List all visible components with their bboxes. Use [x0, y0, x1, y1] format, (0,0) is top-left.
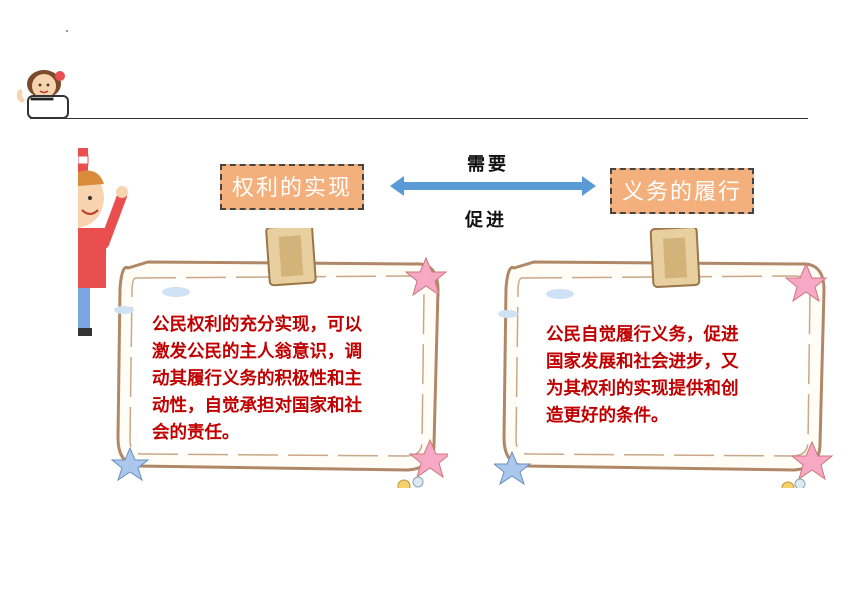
- rights-line: 动性，自觉承担对国家和社: [152, 396, 362, 416]
- section-marker: 一: [30, 86, 54, 114]
- relation-label-bottom: 促进: [465, 210, 507, 231]
- header-rule: [30, 118, 808, 119]
- cartoon-avatar-icon: [16, 70, 69, 119]
- cartoon-girl-icon: [78, 148, 128, 336]
- rights-line: 动其履行义务的积极性和主: [152, 369, 362, 389]
- decor-dot: [66, 30, 68, 32]
- rights-line: 激发公民的主人翁意识，调: [152, 342, 362, 362]
- rights-tag: 权利的实现: [220, 164, 364, 210]
- duties-description: 公民自觉履行义务，促进 国家发展和社会进步，又 为其权利的实现提供和创 造更好的…: [546, 322, 782, 430]
- rights-description: 公民权利的充分实现，可以 激发公民的主人翁意识，调 动其履行义务的积极性和主 动…: [152, 312, 410, 447]
- duties-line: 国家发展和社会进步，又: [546, 352, 739, 372]
- duties-line: 公民自觉履行义务，促进: [546, 325, 739, 345]
- rights-line: 会的责任。: [152, 423, 240, 443]
- right-note-frame: [494, 228, 834, 488]
- duties-tag: 义务的履行: [610, 168, 754, 214]
- rights-line: 公民权利的充分实现，可以: [152, 315, 362, 335]
- left-note-frame: [110, 228, 448, 488]
- double-arrow-icon: [390, 176, 596, 196]
- duties-line: 为其权利的实现提供和创: [546, 379, 739, 399]
- duties-line: 造更好的条件。: [546, 406, 669, 426]
- relation-label-top: 需要: [467, 154, 509, 175]
